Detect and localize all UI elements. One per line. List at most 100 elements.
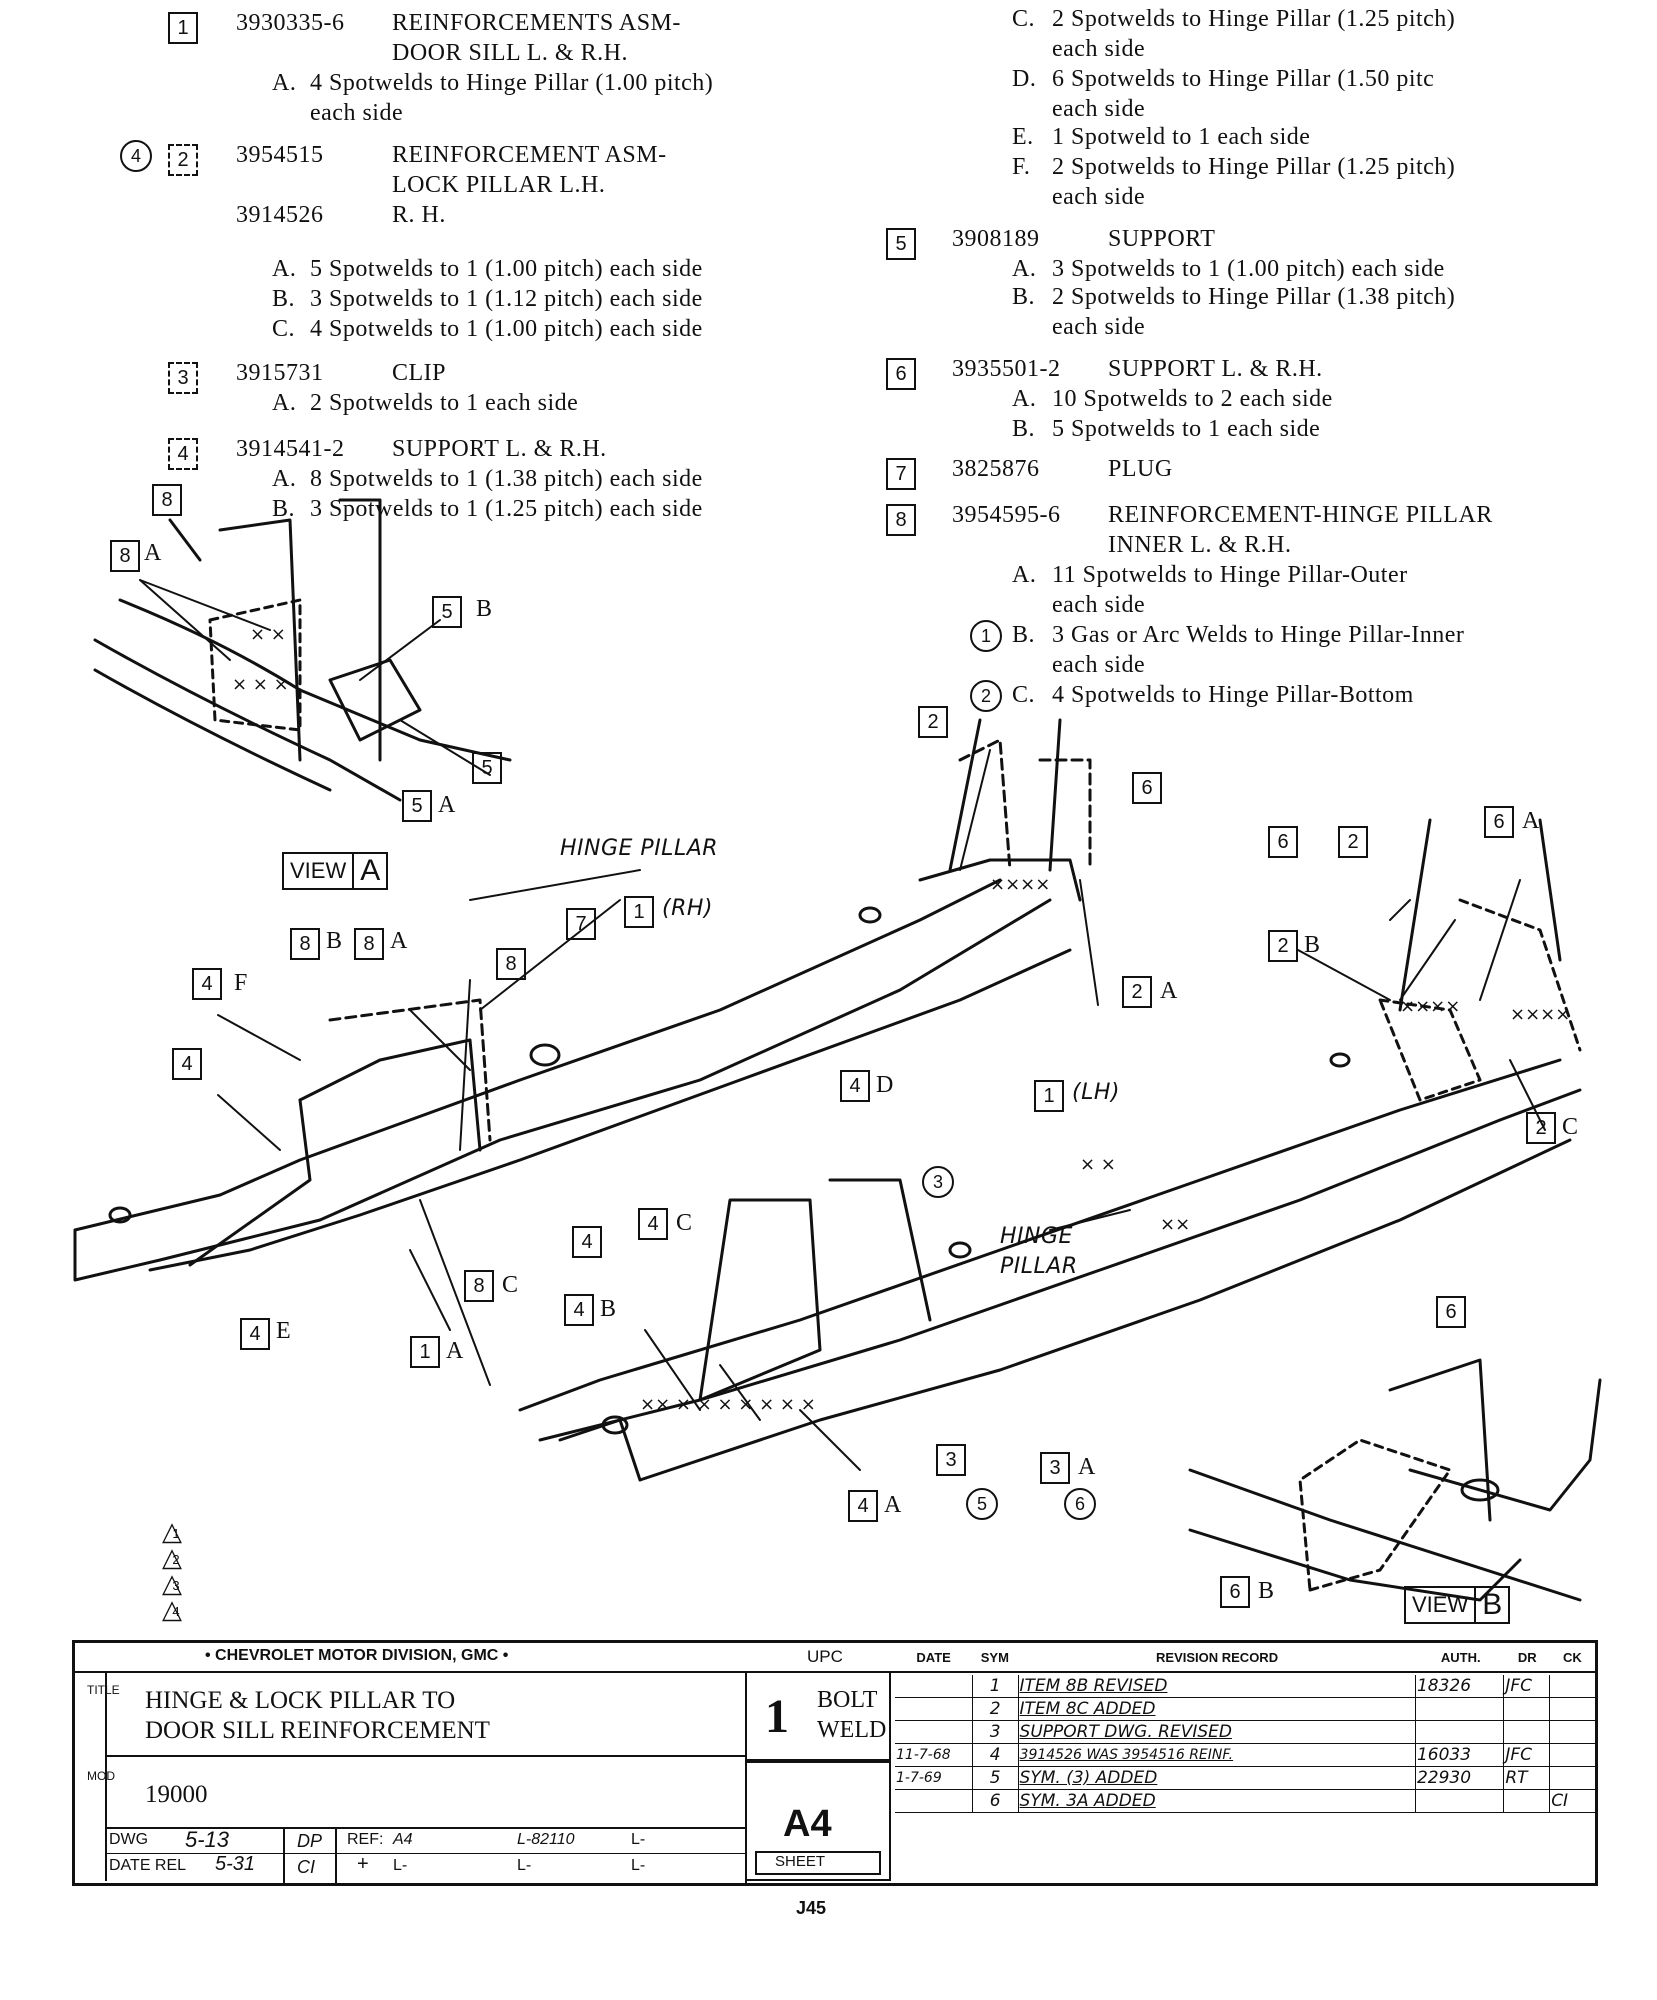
callout-letter: A	[884, 1492, 902, 1518]
part-number: 3825876	[952, 456, 1040, 482]
rh-rocker-panel	[73, 718, 1092, 1282]
table-row: 6 SYM. 3A ADDED CI	[895, 1789, 1595, 1813]
callout-8: 8	[152, 484, 182, 516]
callout-4a: 4	[848, 1490, 878, 1522]
callout-4: 4	[572, 1226, 602, 1258]
view-b-text: VIEW	[1412, 1592, 1469, 1617]
callout-3: 3	[936, 1444, 966, 1476]
revision-symbol-5: 5	[966, 1488, 998, 1520]
view-a-detail	[93, 498, 512, 802]
callout-1a: 1	[410, 1336, 440, 1368]
weld-spec: 11 Spotwelds to Hinge Pillar-Outer	[1052, 562, 1408, 588]
item-number-box: 4	[168, 438, 198, 470]
l-number: L-	[393, 1857, 408, 1874]
table-row: 1-7-69 5 SYM. (3) ADDED 22930 RT	[895, 1766, 1595, 1790]
weld-spec: 2 Spotwelds to Hinge Pillar (1.25 pitch)	[1052, 154, 1456, 180]
weld-letter: B.	[272, 286, 296, 312]
callout-1: 1	[1034, 1080, 1064, 1112]
revision-symbol: 4	[120, 140, 152, 172]
weld-spec-cont: each side	[1052, 96, 1146, 122]
item-number-box: 2	[168, 144, 198, 176]
revision-symbol: 1	[970, 620, 1002, 652]
part-number: 3930335-6	[236, 10, 345, 36]
callout-5b: 5	[432, 596, 462, 628]
part-name: REINFORCEMENTS ASM-	[392, 10, 681, 36]
weld-letter: C.	[1012, 682, 1036, 708]
mod-side-label: MOD	[87, 1769, 115, 1783]
date-rel-label: DATE REL	[109, 1857, 187, 1874]
item-number-box: 5	[886, 228, 916, 260]
part-name: CLIP	[392, 360, 447, 386]
callout-6a: 6	[1484, 806, 1514, 838]
callout-4c: 4	[638, 1208, 668, 1240]
callout-6: 6	[1268, 826, 1298, 858]
weld-letter: C.	[1012, 6, 1036, 32]
weld-letter: A.	[1012, 386, 1037, 412]
hinge-pillar-label: HINGE	[1000, 1224, 1073, 1249]
callout-letter: A	[390, 928, 408, 954]
weld-letter: B.	[1012, 416, 1036, 442]
weld-spec: 2 Spotwelds to Hinge Pillar (1.25 pitch)	[1052, 6, 1456, 32]
weld-spec: 4 Spotwelds to 1 (1.00 pitch) each side	[310, 316, 703, 342]
part-number: 3915731	[236, 360, 324, 386]
callout-letter: E	[276, 1318, 292, 1344]
svg-text:××××: ××××	[1400, 996, 1460, 1017]
table-row: 2 ITEM 8C ADDED	[895, 1697, 1595, 1721]
l-number: L-	[631, 1831, 646, 1848]
callout-letter: A	[1522, 808, 1540, 834]
ci-initials: CI	[297, 1857, 315, 1877]
upc-text-weld: WELD	[817, 1717, 887, 1743]
title-block: • CHEVROLET MOTOR DIVISION, GMC • UPC TI…	[72, 1640, 1598, 1886]
weld-spec: 3 Spotwelds to 1 (1.00 pitch) each side	[1052, 256, 1445, 282]
callout-letter: C	[1562, 1114, 1579, 1140]
l-number: L-82110	[517, 1831, 575, 1848]
part-number: 3908189	[952, 226, 1040, 252]
sheet-label: SHEET	[775, 1853, 826, 1870]
revision-symbol-6: 6	[1064, 1488, 1096, 1520]
weld-spec: 5 Spotwelds to 1 (1.00 pitch) each side	[310, 256, 703, 282]
weld-spec: 10 Spotwelds to 2 each side	[1052, 386, 1333, 412]
callout-2a: 2	[1122, 976, 1152, 1008]
weld-spec-cont: each side	[1052, 592, 1146, 618]
callout-letter: B	[476, 596, 493, 622]
part-name-line2: INNER L. & R.H.	[1108, 532, 1292, 558]
col-revision-record: REVISION RECORD	[1156, 1649, 1279, 1665]
title-side-label: TITLE	[87, 1683, 120, 1697]
callout-letter: B	[326, 928, 343, 954]
callout-6b: 6	[1220, 1576, 1250, 1608]
dp-initials: DP	[297, 1831, 323, 1851]
part-name: REINFORCEMENT ASM-	[392, 142, 667, 168]
part-name-line2: DOOR SILL L. & R.H.	[392, 40, 628, 66]
callout-letter: F	[234, 970, 248, 996]
col-date: DATE	[916, 1649, 951, 1665]
svg-text:××××: ××××	[990, 874, 1050, 895]
upc-label: UPC	[807, 1647, 843, 1666]
view-a-letter: A	[352, 854, 386, 888]
svg-text:××××: ××××	[1510, 1004, 1570, 1025]
item-number-box: 7	[886, 458, 916, 490]
view-b-detail	[1188, 1358, 1602, 1602]
model-number: 19000	[145, 1781, 208, 1808]
lh-label: (LH)	[1072, 1080, 1120, 1105]
plus-mark: +	[357, 1853, 369, 1875]
part-name: SUPPORT	[1108, 226, 1216, 252]
part-name: SUPPORT L. & R.H.	[1108, 356, 1323, 382]
callout-7: 7	[566, 908, 596, 940]
callout-6: 6	[1436, 1296, 1466, 1328]
item-number-box: 8	[886, 504, 916, 536]
drawing-title-line1: HINGE & LOCK PILLAR TO	[145, 1687, 456, 1714]
l-number: L-	[631, 1857, 646, 1874]
view-a-text: VIEW	[290, 858, 347, 883]
division-name: • CHEVROLET MOTOR DIVISION, GMC •	[205, 1647, 509, 1664]
upc-number: 1	[765, 1690, 789, 1743]
revision-record-table: DATE SYM REVISION RECORD AUTH. DR CK	[895, 1643, 1595, 1671]
callout-letter: C	[502, 1272, 519, 1298]
callout-letter: B	[1304, 932, 1321, 958]
part-name-alt: R. H.	[392, 202, 446, 228]
revision-triangles: △1 △2 △3 △4	[162, 1518, 190, 1622]
lh-rocker-panel	[518, 818, 1582, 1482]
weld-spec: 3 Spotwelds to 1 (1.12 pitch) each side	[310, 286, 703, 312]
ref-label: REF:	[347, 1831, 384, 1848]
triangle-icon: △1	[162, 1516, 182, 1546]
